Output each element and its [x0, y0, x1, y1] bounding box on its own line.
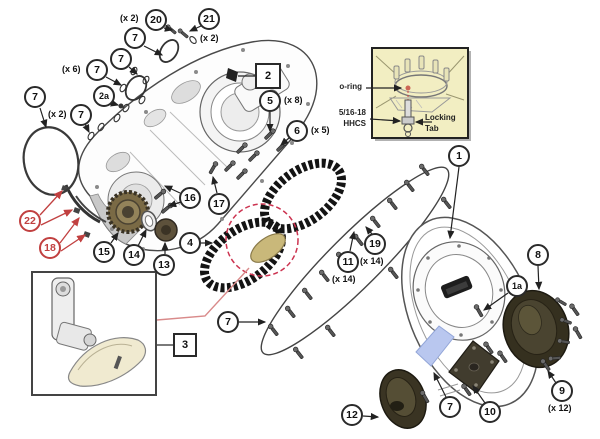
- callout-7-c: 7: [86, 59, 108, 81]
- callout-10: 10: [479, 401, 501, 423]
- callout-18: 18: [39, 237, 61, 259]
- screw-set-top: [164, 23, 190, 40]
- callout-22: 22: [19, 210, 41, 232]
- o-ring-medium-top: [124, 39, 180, 101]
- callout-9: 9: [551, 380, 573, 402]
- callout-19: 19: [364, 233, 386, 255]
- callout-box-2: 2: [255, 63, 281, 89]
- tensioner-box-art: [31, 271, 157, 396]
- qty-label-7x2: (x 2): [48, 109, 67, 119]
- inset-o-ring: [405, 85, 411, 91]
- inset-bolt-label-line1: 5/16-18: [338, 108, 366, 117]
- chain-tensioner-shoe: [250, 233, 286, 263]
- inset-o-ring-label: o-ring: [339, 82, 362, 91]
- red-leader-lines: [39, 190, 87, 252]
- inspection-cover-gasket-blue: [415, 325, 455, 367]
- washer: [140, 210, 158, 232]
- callout-7-g: 7: [439, 396, 461, 418]
- callout-1: 1: [448, 145, 470, 167]
- qty-label-5: (x 8): [284, 95, 303, 105]
- inset-detail-art: [366, 47, 471, 141]
- callout-15: 15: [93, 241, 115, 263]
- inset-locking-tab-line2: Tab: [425, 124, 439, 133]
- callout-11: 11: [337, 251, 359, 273]
- callout-7-b: 7: [110, 48, 132, 70]
- callout-17: 17: [208, 193, 230, 215]
- fastener-2a: [118, 103, 124, 109]
- qty-label-11: (x 14): [332, 274, 356, 284]
- compensator-sprocket: [106, 190, 150, 234]
- inset-bolt-label-line2: HHCS: [343, 119, 366, 128]
- callout-2a: 2a: [93, 85, 115, 107]
- callout-7-d: 7: [24, 86, 46, 108]
- callout-4: 4: [179, 232, 201, 254]
- leader-lines: [39, 24, 557, 421]
- callout-8: 8: [527, 244, 549, 266]
- callout-1a: 1a: [506, 275, 528, 297]
- red-reference-line: [156, 267, 250, 321]
- qty-label-9: (x 12): [548, 403, 572, 413]
- callout-7-e: 7: [70, 104, 92, 126]
- callout-20: 20: [145, 9, 167, 31]
- callout-7-f: 7: [217, 311, 239, 333]
- cover-gasket-loop: [260, 162, 453, 360]
- callout-box-3: 3: [173, 333, 197, 357]
- nut: [154, 218, 178, 242]
- qty-label-21: (x 2): [200, 33, 219, 43]
- qty-label-19: (x 14): [360, 256, 384, 266]
- o-ring-large: [22, 126, 80, 196]
- callout-21: 21: [198, 8, 220, 30]
- tensioner-shoe: [67, 337, 147, 387]
- callout-7-a: 7: [124, 27, 146, 49]
- qty-label-7x6: (x 6): [62, 64, 81, 74]
- callout-12: 12: [341, 404, 363, 426]
- red-highlight-circle: [225, 203, 299, 277]
- callout-13: 13: [153, 254, 175, 276]
- callout-14: 14: [123, 244, 145, 266]
- inset-hhcs-bolt: [401, 99, 415, 137]
- qty-label-20: (x 2): [120, 13, 139, 23]
- inset-locking-tab-line1: Locking: [425, 113, 456, 122]
- housing-corner-tab: [226, 68, 238, 82]
- callout-5: 5: [259, 90, 281, 112]
- callout-16: 16: [179, 187, 201, 209]
- clutch-inspection-cover: [379, 369, 427, 429]
- callout-6: 6: [286, 120, 308, 142]
- qty-label-6: (x 5): [311, 125, 330, 135]
- brand-emblem: [441, 275, 473, 299]
